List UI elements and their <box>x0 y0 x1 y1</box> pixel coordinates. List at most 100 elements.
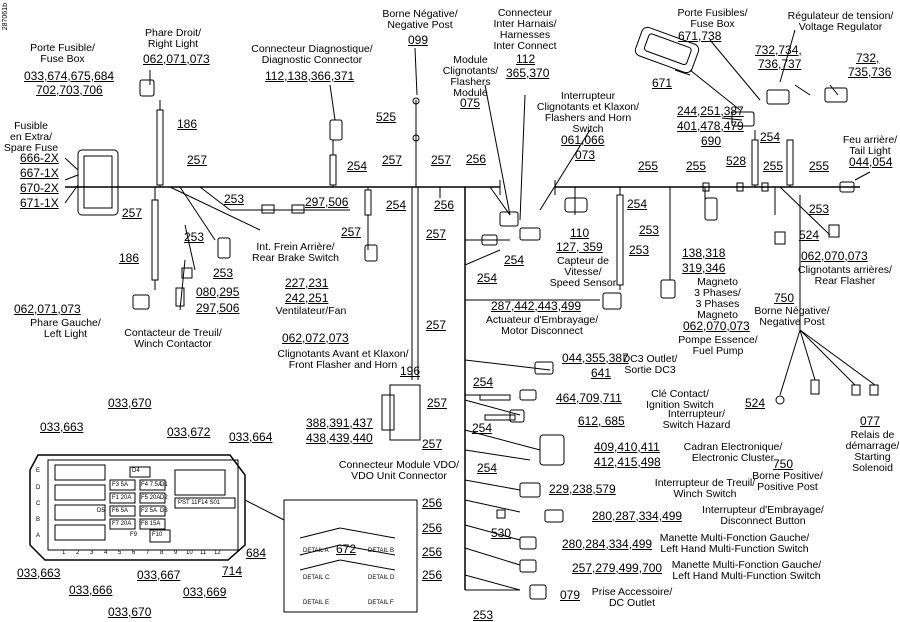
wire-254-c: 254 <box>477 271 498 285</box>
fuse-f5: F5 20A <box>141 495 161 501</box>
grid-row-e: E <box>36 468 41 474</box>
wire-256-c: 256 <box>422 496 443 510</box>
callout-fuse-box-left-refs-1: 033,674,675,684 <box>24 69 115 83</box>
callout-684: 684 <box>246 546 267 560</box>
wire-186-b: 186 <box>119 251 140 265</box>
callout-dc3-title: DC3 Outlet/ Sortie DC3 <box>622 353 678 376</box>
callout-starter-title: Relais de démarrage/ Starting Solenoid <box>845 429 900 474</box>
callout-flasher-ref: 075 <box>460 96 481 110</box>
callout-fuel-pump-title: Pompe Essence/ Fuel Pump <box>678 334 758 357</box>
wire-256-e: 256 <box>422 545 443 559</box>
fuse-f2: F2 5A <box>141 508 158 514</box>
callout-732b-2: 735,736 <box>848 65 892 79</box>
spare-fuse-3: 670-2X <box>20 181 59 195</box>
wire-257-h: 257 <box>427 396 448 410</box>
callout-magneto-refs-2: 319,346 <box>682 261 726 275</box>
fuse-f4: F4 7.5A <box>141 482 163 488</box>
callout-negative-post-title: Borne Négative/ Negative Post <box>382 8 458 31</box>
callout-rear-flasher-title: Clignotants arrières/ Rear Flasher <box>798 264 892 287</box>
callout-fan-title: Ventilateur/Fan <box>275 305 347 317</box>
wire-254-g: 254 <box>473 375 494 389</box>
callout-front-flasher-refs: 062,072,073 <box>282 331 349 345</box>
callout-077: 077 <box>860 414 881 428</box>
callout-pos-post-ref: 750 <box>773 457 794 471</box>
wire-255-b: 255 <box>686 159 707 173</box>
callout-negative-post-ref: 099 <box>408 33 429 47</box>
wire-253-g: 253 <box>473 608 494 622</box>
callout-right-light-title: Phare Droit/ Right Light <box>144 27 202 50</box>
callout-671: 671 <box>652 76 673 90</box>
detail-a: DETAIL A <box>303 548 329 554</box>
callout-clutch-title: Actuateur d'Embrayage/ Motor Disconnect <box>485 314 599 337</box>
callout-diagnostic-title: Connecteur Diagnostique/ Diagnostic Conn… <box>251 43 373 66</box>
grid-row-d: D <box>36 485 41 491</box>
detail-c: DETAIL C <box>303 575 330 581</box>
callout-vdo-refs-2: 438,439,440 <box>306 431 373 445</box>
callout-732a-1: 732,734, <box>755 43 802 57</box>
callout-speed-refs-2: 127, 359 <box>556 240 603 254</box>
wire-528: 528 <box>726 154 747 168</box>
callout-winch-contactor-title: Contacteur de Treuil/ Winch Contactor <box>124 327 222 350</box>
wire-257-d: 257 <box>431 153 452 167</box>
grid-row-a: A <box>36 533 41 539</box>
callout-530: 530 <box>491 526 512 540</box>
grid-col-7: 7 <box>146 550 150 556</box>
wire-254-i: 254 <box>477 461 498 475</box>
callout-fuse-box-left-refs-2: 702,703,706 <box>36 83 103 97</box>
callout-cluster-refs-1: 409,410,411 <box>594 440 660 454</box>
callout-spare-fuse-title: Fusible en Extra/ Spare Fuse <box>3 120 59 154</box>
callout-297b: 297,506 <box>196 301 240 315</box>
detail-f: DETAIL F <box>368 600 394 606</box>
callout-732a-2: 736,737 <box>758 57 802 71</box>
callout-dc-outlet-title: Prise Accessoire/ DC Outlet <box>591 586 673 609</box>
callout-rear-flasher-refs: 062,070,073 <box>801 249 868 263</box>
callout-vdo-title: Connecteur Module VDO/ VDO Unit Connecto… <box>338 459 460 482</box>
callout-dc3-refs: 044,355,387 <box>562 351 629 365</box>
diode-d2: D2 <box>160 495 168 501</box>
callout-lh-switch2-title: Manette Multi-Fonction Gauche/ Left Hand… <box>671 559 822 582</box>
fuse-f1: F1 20A <box>112 495 132 501</box>
callout-732b-1: 732, <box>856 51 880 65</box>
callout-brake-refs: 297,506 <box>305 195 349 209</box>
callout-033-666: 033,666 <box>69 583 113 597</box>
diode-d1: D1 <box>160 482 168 488</box>
grid-col-5: 5 <box>118 550 122 556</box>
callout-fuse-box-left-title: Porte Fusible/ Fuse Box <box>30 42 95 65</box>
wire-253-d: 253 <box>639 223 660 237</box>
callout-horn-switch-title: Interrupteur Clignotants et Klaxon/ Flas… <box>536 90 640 135</box>
callout-vdo-refs-1: 388,391,437 <box>306 416 373 430</box>
wire-257-f: 257 <box>426 227 447 241</box>
callout-ignition-title: Clé Contact/ Ignition Switch <box>646 388 714 411</box>
callout-ignition-refs: 464,709,711 <box>556 391 622 405</box>
fuse-f10: F10 <box>152 532 163 538</box>
wire-254-d: 254 <box>504 253 525 267</box>
grid-col-12: 12 <box>214 550 221 556</box>
callout-fuel-pump-refs: 062,070,073 <box>683 319 750 333</box>
grid-col-1: 1 <box>62 550 66 556</box>
spare-fuse-2: 667-1X <box>20 166 59 180</box>
diode-d5: D5 <box>97 508 105 514</box>
callout-033-672: 033,672 <box>167 425 211 439</box>
fuse-f3: F3 5A <box>112 482 129 488</box>
wire-256-f: 256 <box>422 568 443 582</box>
grid-col-11: 11 <box>200 550 207 556</box>
callout-033-663-bot: 033,663 <box>17 566 61 580</box>
wire-186-a: 186 <box>177 117 198 131</box>
wire-255-a: 255 <box>638 159 659 173</box>
callout-525: 525 <box>376 110 397 124</box>
callout-fuse-box-right-title: Porte Fusibles/ Fuse Box <box>677 7 748 30</box>
wire-257-b: 257 <box>122 206 143 220</box>
callout-flasher-title: Module Clignotants/ Flashers Module <box>442 54 499 99</box>
wire-254-b: 254 <box>386 198 407 212</box>
callout-pos-post-title: Borne Positive/ Positive Post <box>752 470 823 493</box>
wire-255-d: 255 <box>809 159 830 173</box>
wire-257-c: 257 <box>382 153 403 167</box>
fuse-part-label: PST 11F14 S01 <box>178 500 221 506</box>
callout-winch-switch-title: Interrupteur de Treuil/ Winch Switch <box>654 477 756 500</box>
wire-257-i: 257 <box>422 437 443 451</box>
wire-253-c: 253 <box>213 266 234 280</box>
callout-hazard-title: Interrupteur/ Switch Hazard <box>662 408 731 431</box>
callout-magneto-refs-1: 138,318 <box>682 246 726 260</box>
